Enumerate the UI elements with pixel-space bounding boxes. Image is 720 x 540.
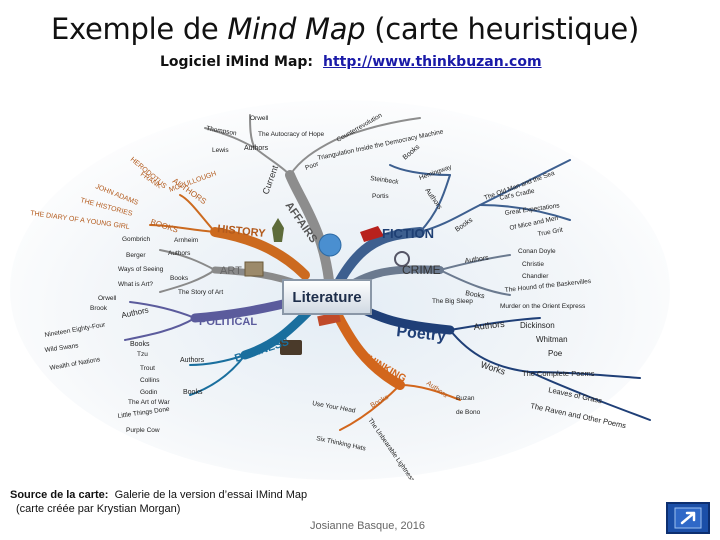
lewis-label: Lewis <box>212 147 229 154</box>
center-node-label: Literature <box>292 289 361 306</box>
ways-seeing-label: Ways of Seeing <box>118 266 164 273</box>
affairs-branch <box>285 170 335 295</box>
debono-label: de Bono <box>456 409 481 416</box>
art-of-war-label: The Art of War <box>128 399 170 406</box>
source-credit: (carte créée par Krystian Morgan) <box>16 503 181 515</box>
thinkbuzan-link[interactable]: http://www.thinkbuzan.com <box>323 54 542 70</box>
big-sleep-label: The Big Sleep <box>432 298 473 305</box>
buzan-label: Buzan <box>456 395 475 402</box>
collins-label: Collins <box>140 377 160 384</box>
footer-author: Josianne Basque, 2016 <box>310 520 425 532</box>
briefcase-icon <box>280 340 302 355</box>
poetry-label: Poetry <box>396 323 447 345</box>
soldier-icon <box>272 218 284 242</box>
steinbeck-label: Steinbeck <box>370 175 400 186</box>
slide-title: Exemple de Mind Map (carte heuristique) <box>51 12 639 46</box>
return-arrow-icon <box>674 507 702 529</box>
magnifier-icon <box>394 251 410 267</box>
source-text: Galerie de la version d’essai IMind Map <box>114 489 308 501</box>
wild-swans-label: Wild Swans <box>44 342 79 354</box>
conan-doyle-label: Conan Doyle <box>518 248 556 255</box>
authors-business-label: Authors <box>180 357 205 364</box>
globe-icon <box>318 233 342 257</box>
mind-map: Literature AFFAIRS FICTION CRIME Poetry … <box>10 100 670 480</box>
crime-label: CRIME <box>402 263 441 277</box>
godin-label: Godin <box>140 389 158 396</box>
books-crime-label: Books <box>465 290 486 300</box>
trout-label: Trout <box>140 365 155 372</box>
arnheim-label: Arnheim <box>174 237 198 244</box>
book-icon <box>317 311 341 327</box>
orwell-pol-label: Orwell <box>98 295 117 302</box>
fiction-label: FICTION <box>382 226 434 241</box>
gombrich-label: Gombrich <box>122 236 151 243</box>
poe-label: Poe <box>548 349 563 358</box>
books-art-label: Books <box>170 275 189 282</box>
christie-label: Christie <box>522 261 544 268</box>
source-label: Source de la carte: <box>10 489 109 501</box>
portis-label: Portis <box>372 193 389 200</box>
brook-label: Brook <box>90 305 108 312</box>
dickinson-label: Dickinson <box>520 321 555 330</box>
what-is-art-label: What is Art? <box>118 281 153 288</box>
sun-tzu-label: Tzu <box>137 351 148 358</box>
slide-subtitle: Logiciel iMind Map: http://www.thinkbuzan… <box>160 54 542 70</box>
fiction-branch <box>330 227 425 295</box>
chandler-label: Chandler <box>522 273 549 280</box>
purple-cow-label: Purple Cow <box>126 427 160 434</box>
berger-label: Berger <box>126 252 146 259</box>
frame-icon <box>244 261 264 277</box>
hat-icon <box>360 226 384 242</box>
authors-art-label: Authors <box>168 250 191 257</box>
books-business-label: Books <box>183 389 203 396</box>
pictograms <box>244 218 410 355</box>
art-story-label: The Story of Art <box>178 289 223 296</box>
orwell-label: Orwell <box>250 115 269 122</box>
branch-lines <box>124 114 651 431</box>
business-branch <box>240 305 315 360</box>
complete-poems-label: The Complete Poems <box>522 369 595 378</box>
history-branch <box>210 227 310 280</box>
history-label: HISTORY <box>217 223 267 240</box>
center-node[interactable]: Literature <box>282 279 372 315</box>
map-source: Source de la carte: Galerie de la versio… <box>10 488 307 516</box>
art-label: ART <box>220 265 242 277</box>
true-grit-label: True Grit <box>537 227 563 238</box>
books-political-label: Books <box>130 341 150 348</box>
return-button[interactable] <box>666 502 710 534</box>
authors-crime-label: Authors <box>464 255 489 265</box>
autocracy-label: The Autocracy of Hope <box>258 131 325 138</box>
poor-label: Poor <box>304 160 320 172</box>
whitman-label: Whitman <box>536 335 568 344</box>
authors-poetry-label: Authors <box>473 319 505 332</box>
political-label: POLITICAL <box>199 316 257 328</box>
authors-top-label: Authors <box>244 145 269 152</box>
murder-label: Murder on the Orient Express <box>500 303 586 310</box>
software-label: Logiciel iMind Map: <box>160 54 314 70</box>
